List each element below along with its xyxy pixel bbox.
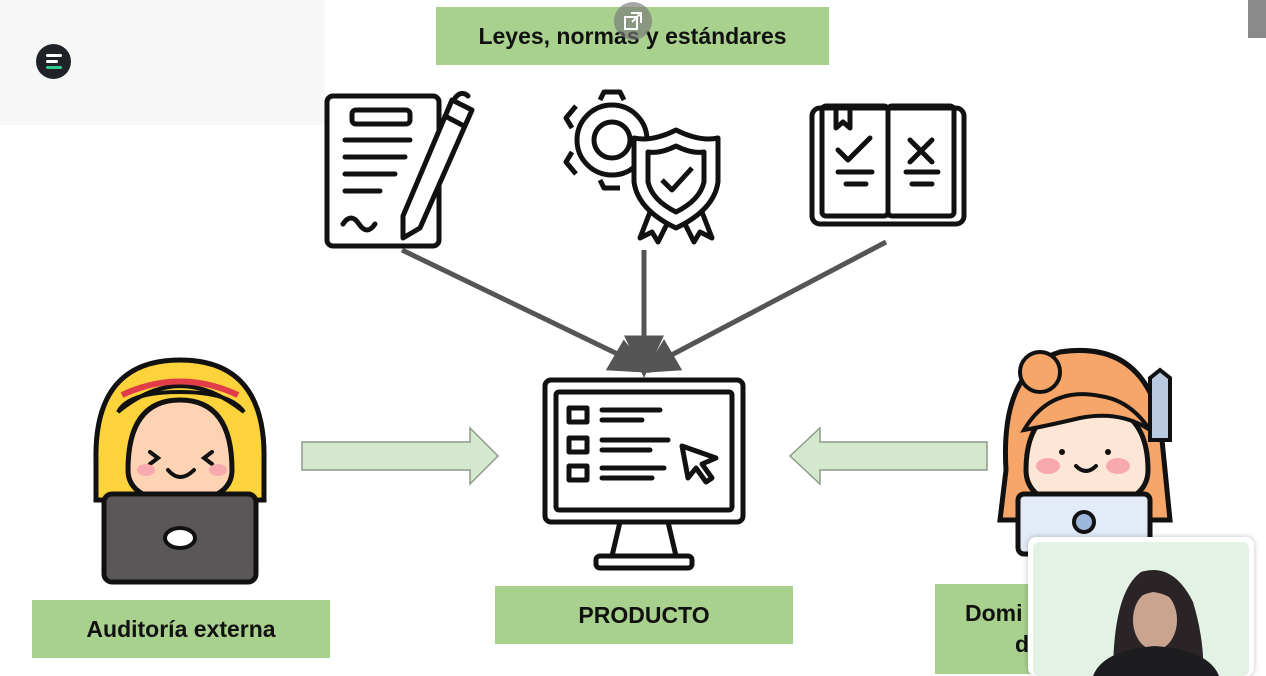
- auditor-with-laptop-avatar: [93, 357, 267, 585]
- checklist-book-icon: [809, 103, 967, 227]
- webcam-overlay[interactable]: [1028, 537, 1254, 676]
- popout-window-icon: [624, 12, 642, 30]
- product-label: PRODUCTO: [495, 586, 793, 644]
- domain-expert-with-laptop-avatar: [997, 347, 1173, 557]
- webcam-video: [1033, 542, 1249, 676]
- scrollbar-thumb[interactable]: [1248, 0, 1266, 38]
- domain-expert-label-line1: Domi: [965, 600, 1023, 626]
- app-logo-icon[interactable]: [36, 44, 71, 79]
- presenter-silhouette: [1093, 570, 1219, 676]
- gear-shield-certification-icon: [563, 89, 721, 245]
- popout-button[interactable]: [614, 2, 652, 40]
- influence-arrows: [400, 239, 888, 378]
- domain-expert-label-line2: d: [1015, 631, 1030, 657]
- input-arrows: [301, 426, 988, 486]
- signed-document-icon: [324, 90, 475, 249]
- computer-monitor-icon: [542, 377, 746, 571]
- external-audit-label: Auditoría externa: [32, 600, 330, 658]
